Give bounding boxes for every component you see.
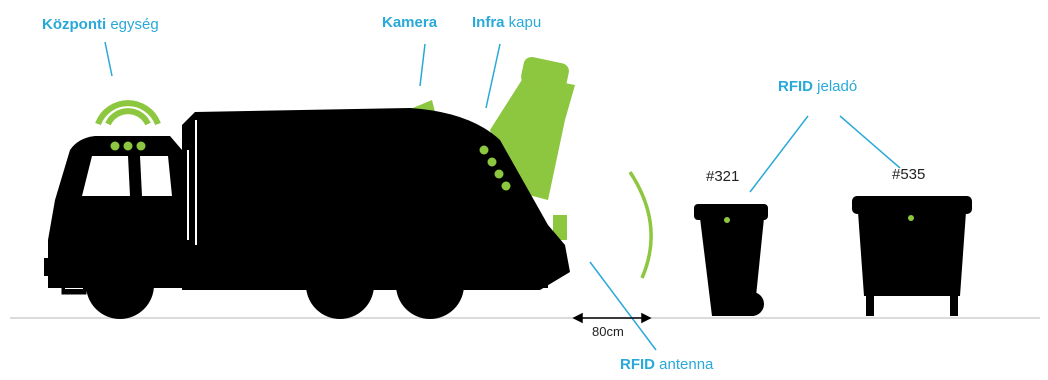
wheel-rear-1 — [306, 251, 374, 319]
pointer-infra-gate — [486, 44, 500, 108]
distance-arrow — [574, 314, 650, 322]
bin-535 — [852, 196, 972, 316]
pointer-camera — [420, 44, 425, 86]
rfid-antenna-arc — [630, 172, 651, 278]
pointer-rfid-tag-right — [840, 116, 900, 168]
pointer-central-unit — [105, 42, 112, 76]
label-rfid-antenna: RFID antenna — [620, 356, 713, 374]
label-camera: Kamera — [382, 14, 437, 32]
wheel-front — [86, 251, 154, 319]
wheel-rear-2 — [396, 251, 464, 319]
bin-321 — [694, 204, 768, 316]
label-infra-gate: Infra kapu — [472, 14, 541, 32]
distance-label: 80cm — [592, 324, 624, 339]
bin-id-321: #321 — [706, 168, 739, 185]
label-central-unit: Központi egység — [42, 16, 159, 34]
bin-id-535: #535 — [892, 166, 925, 183]
pointer-rfid-tag-left — [750, 116, 808, 192]
label-rfid-tag: RFID jeladó — [778, 78, 857, 96]
garbage-truck — [44, 56, 575, 319]
wireless-icon — [98, 103, 158, 124]
cab — [48, 136, 188, 262]
